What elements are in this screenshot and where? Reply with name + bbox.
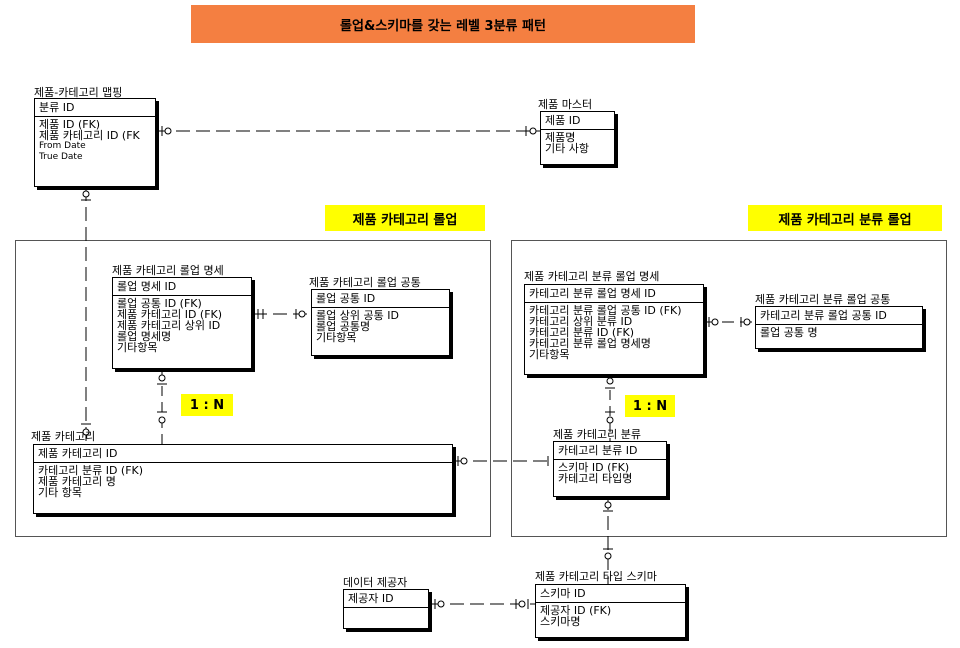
attribute: 기타항목 <box>316 331 357 344</box>
entity-name: 제품 카테고리 타입 스키마 <box>535 570 657 583</box>
primary-key: 제품 카테고리 ID <box>34 445 452 463</box>
primary-key: 제공자 ID <box>344 590 428 608</box>
attribute: 롤업 공통 ID (FK) <box>117 297 202 310</box>
entity-name: 데이터 제공자 <box>343 576 408 589</box>
cardinality-label-rollup: 1 : N <box>181 394 233 416</box>
entity-name: 제품 카테고리 분류 롤업 공통 <box>755 293 891 306</box>
attribute: True Date <box>39 152 83 162</box>
attribute: 카테고리 상위 분류 ID <box>529 315 633 328</box>
primary-key: 카테고리 분류 ID <box>554 442 666 460</box>
attribute: 제품 ID (FK) <box>39 118 101 131</box>
rollup-group-label: 제품 카테고리 롤업 <box>325 205 485 231</box>
attribute: 기타 항목 <box>38 486 82 499</box>
attribute: 제품 카테고리 상위 ID <box>117 319 221 332</box>
entity-name: 제품 카테고리 분류 <box>553 428 641 441</box>
attribute: 스키마명 <box>540 615 581 628</box>
entity-name: 제품 카테고리 <box>31 430 96 443</box>
attribute: 카테고리 분류 ID (FK) <box>529 326 635 339</box>
primary-key: 롤업 공통 ID <box>312 290 449 308</box>
attribute: 카테고리 분류 롤업 명세명 <box>529 337 651 350</box>
attribute: 기타항목 <box>117 341 158 354</box>
entity-name: 제품 카테고리 분류 롤업 명세 <box>524 270 660 283</box>
attribute: 기타 사항 <box>545 142 589 155</box>
attribute: 롤업 공통 명 <box>760 326 818 339</box>
attribute: 카테고리 분류 롤업 공통 ID (FK) <box>529 304 682 317</box>
entity-name: 제품 마스터 <box>538 98 593 111</box>
cardinality-label-class: 1 : N <box>625 395 675 417</box>
primary-key: 카테고리 분류 롤업 공통 ID <box>756 307 922 325</box>
attribute: 제품 카테고리 ID (FK <box>39 129 140 142</box>
attribute: 카테고리 타입명 <box>558 472 633 485</box>
class-rollup-group-label: 제품 카테고리 분류 롤업 <box>748 205 942 231</box>
primary-key: 롤업 명세 ID <box>113 278 251 296</box>
entity-name: 제품 카테고리 롤업 명세 <box>112 264 224 277</box>
attribute: 제품명 <box>545 131 576 144</box>
attribute: From Date <box>39 141 86 151</box>
attribute: 기타항목 <box>529 348 570 361</box>
attribute: 롤업 공통명 <box>316 320 371 333</box>
attribute: 제품 카테고리 ID (FK) <box>117 308 223 321</box>
diagram-title: 롤업&스키마를 갖는 레벨 3분류 패턴 <box>191 5 695 43</box>
entity-name: 제품-카테고리 맵핑 <box>34 86 123 99</box>
attribute: 카테고리 분류 ID (FK) <box>38 464 144 477</box>
primary-key: 스키마 ID <box>536 585 685 603</box>
primary-key: 분류 ID <box>35 99 155 117</box>
attribute: 제공자 ID (FK) <box>540 604 612 617</box>
primary-key: 제품 ID <box>541 112 614 130</box>
primary-key: 카테고리 분류 롤업 명세 ID <box>525 285 703 303</box>
attribute: 롤업 상위 공통 ID <box>316 309 399 322</box>
attribute: 롤업 명세명 <box>117 330 172 343</box>
attribute: 스키마 ID (FK) <box>558 461 630 474</box>
entity-name: 제품 카테고리 롤업 공통 <box>309 276 421 289</box>
attribute: 제품 카테고리 명 <box>38 475 116 488</box>
